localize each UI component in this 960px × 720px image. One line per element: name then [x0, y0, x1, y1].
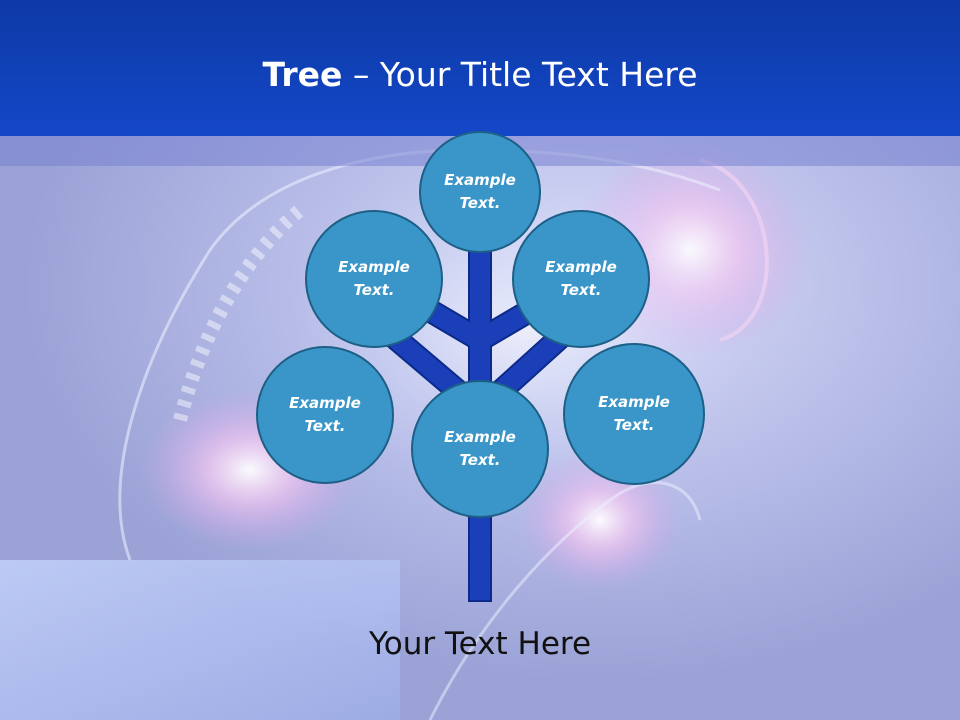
- node-center-label: Example Text.: [444, 428, 516, 469]
- slide-title-rest: – Your Title Text Here: [342, 55, 698, 94]
- slide-title: Tree – Your Title Text Here: [0, 52, 960, 98]
- node-upper-right: Example Text.: [512, 210, 650, 348]
- slide-title-bold: Tree: [262, 55, 343, 94]
- node-upper-left-label: Example Text.: [338, 258, 410, 299]
- node-mid-left: Example Text.: [256, 346, 394, 484]
- node-mid-right: Example Text.: [563, 343, 705, 485]
- seat-block: [0, 560, 400, 720]
- title-bar: [0, 0, 960, 136]
- node-top-label: Example Text.: [444, 171, 516, 212]
- node-top: Example Text.: [419, 131, 541, 253]
- node-upper-right-label: Example Text.: [545, 258, 617, 299]
- node-mid-right-label: Example Text.: [598, 393, 670, 434]
- node-mid-left-label: Example Text.: [289, 394, 361, 435]
- node-center: Example Text.: [411, 380, 549, 518]
- caption-text: Your Text Here: [368, 626, 592, 662]
- node-upper-left: Example Text.: [305, 210, 443, 348]
